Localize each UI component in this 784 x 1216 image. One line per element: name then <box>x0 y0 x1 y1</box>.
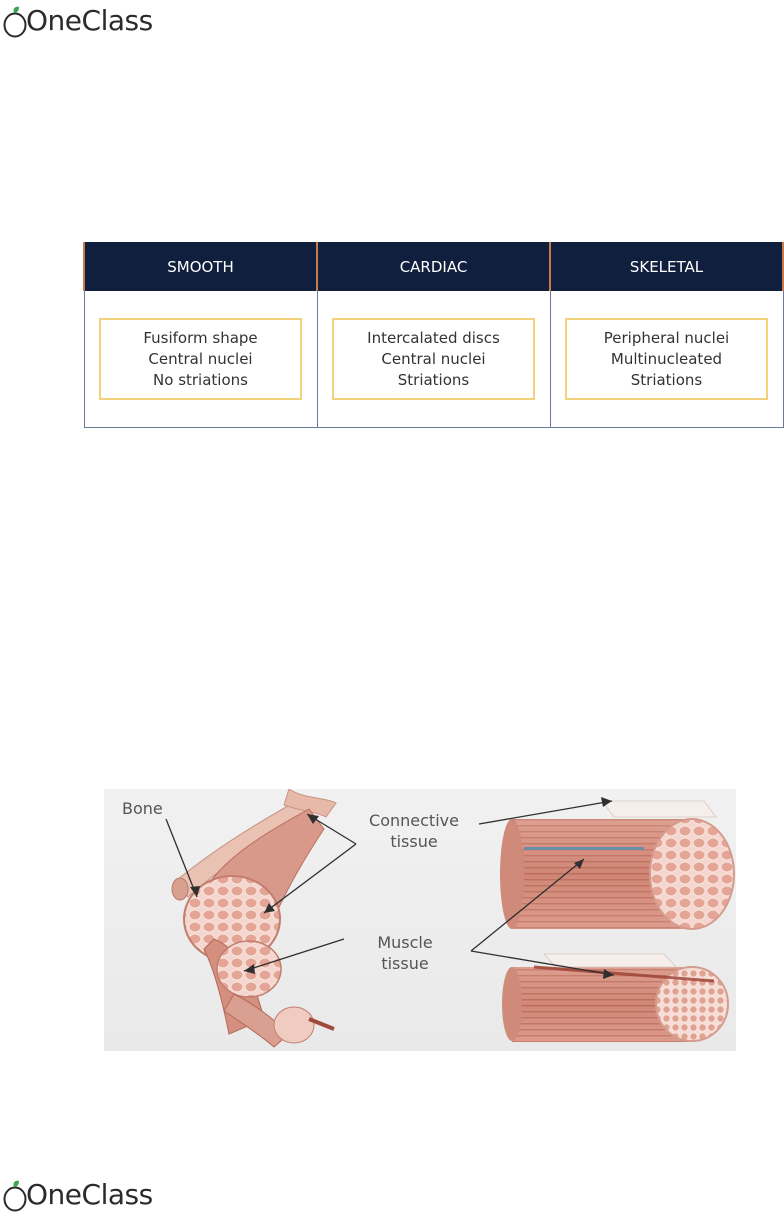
feature-text: Striations <box>631 370 702 391</box>
feature-text: Fusiform shape <box>143 328 257 349</box>
header-skeletal: SKELETAL <box>550 243 783 292</box>
oneclass-logo[interactable]: OneClass <box>2 2 153 36</box>
feature-text: Striations <box>398 370 469 391</box>
feature-text: Intercalated discs <box>367 328 500 349</box>
features-box: Intercalated discs Central nuclei Striat… <box>332 318 535 400</box>
label-line: tissue <box>358 831 470 852</box>
brand-name: OneClass <box>26 6 153 36</box>
muscle-type-table: SMOOTH CARDIAC SKELETAL Fusiform shape C… <box>83 242 784 428</box>
feature-text: Central nuclei <box>381 349 485 370</box>
cell-cardiac: Intercalated discs Central nuclei Striat… <box>317 291 550 428</box>
connective-tissue-label: Connective tissue <box>358 810 470 852</box>
cell-smooth: Fusiform shape Central nuclei No striati… <box>84 291 317 428</box>
feature-text: Peripheral nuclei <box>604 328 729 349</box>
leaf-o-icon <box>2 1180 28 1210</box>
oneclass-logo-footer[interactable]: OneClass <box>2 1176 153 1210</box>
leaf-o-icon <box>2 6 28 36</box>
brand-name: OneClass <box>26 1180 153 1210</box>
label-line: Connective <box>358 810 470 831</box>
feature-text: Central nuclei <box>148 349 252 370</box>
label-line: tissue <box>360 953 450 974</box>
label-line: Muscle <box>360 932 450 953</box>
bone-label: Bone <box>122 798 163 819</box>
feature-text: Multinucleated <box>611 349 722 370</box>
feature-text: No striations <box>153 370 248 391</box>
cell-skeletal: Peripheral nuclei Multinucleated Striati… <box>550 291 783 428</box>
muscle-anatomy-figure: Bone Connective tissue Muscle tissue <box>104 789 736 1051</box>
header-cardiac: CARDIAC <box>317 243 550 292</box>
muscle-tissue-label: Muscle tissue <box>360 932 450 974</box>
features-box: Fusiform shape Central nuclei No striati… <box>99 318 302 400</box>
features-box: Peripheral nuclei Multinucleated Striati… <box>565 318 768 400</box>
header-smooth: SMOOTH <box>84 243 317 292</box>
